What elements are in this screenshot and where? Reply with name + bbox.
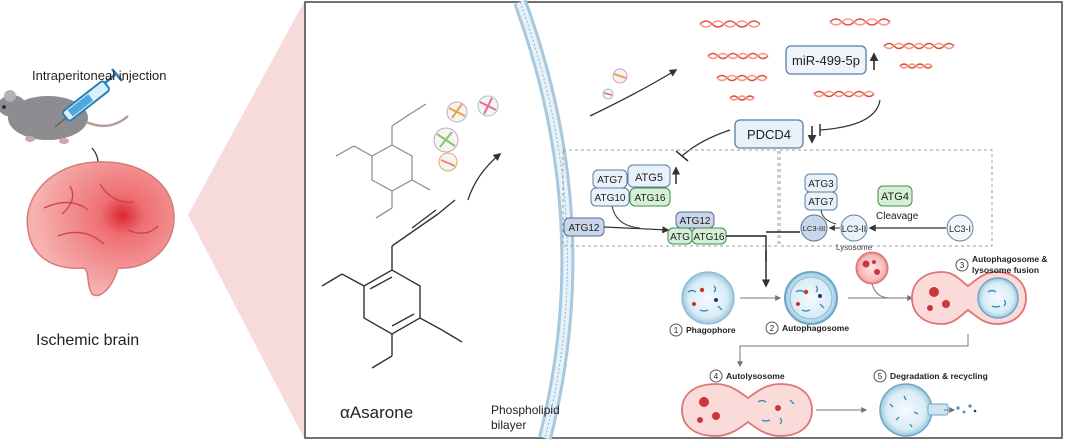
atg4-box (877, 185, 913, 207)
asarone-structure-large (321, 199, 463, 369)
atg16-left-box (629, 187, 671, 207)
lysosome-illustration (855, 251, 889, 285)
lc3-conjugation-panel (779, 149, 993, 247)
stage-2-number: 2 (770, 324, 775, 333)
stage-3-label-line2: lysosome fusion (972, 265, 1039, 275)
degradation-illustration (879, 383, 977, 437)
dna-strands (699, 18, 955, 101)
atg5-box (627, 164, 671, 188)
atg12-to-complex-arrow (603, 226, 670, 234)
compound-label: αAsarone (340, 403, 413, 422)
nanoparticle-cluster-inner (602, 68, 628, 100)
complex-atg-label: ATG (670, 232, 690, 243)
stage-1-number: 1 (674, 326, 679, 335)
mirna-label: miR-499-5p (792, 53, 860, 68)
atg10-box (590, 187, 630, 207)
entry-arrow-inner (589, 69, 678, 117)
stage-5-number: 5 (878, 372, 883, 381)
autophagosome-illustration (784, 271, 838, 325)
brain-icon (26, 161, 175, 297)
fusion-illustration (911, 271, 1027, 325)
atg4-label: ATG4 (881, 191, 909, 203)
nanoparticle-cluster-left (433, 95, 499, 172)
phagophore-illustration (681, 271, 735, 325)
atg-stack-to-lc3 (820, 209, 837, 225)
stage-1-badge (669, 323, 683, 337)
lc3-i-node (946, 214, 974, 242)
atg3-label: ATG3 (808, 179, 834, 190)
stage-2-badge (765, 321, 779, 335)
stage-2-label: Autophagosome (782, 323, 849, 333)
stage-5-badge (873, 369, 887, 383)
atg5-label: ATG5 (635, 172, 663, 184)
membrane-label-line2: bilayer (491, 418, 526, 432)
atg7-right-label: ATG7 (808, 197, 834, 208)
atg7-left-label: ATG7 (597, 175, 623, 186)
stage-4-label: Autolysosome (726, 371, 785, 381)
zoom-triangle (188, 0, 305, 440)
mirna-inhibits-pdcd4 (819, 99, 881, 131)
atg10-label: ATG10 (595, 193, 626, 204)
fusion-to-autolysosome-arrow (737, 334, 969, 368)
injection-label: Intraperitoneal injection (32, 68, 166, 83)
atg16-left-label: ATG16 (635, 193, 666, 204)
lc3-iii-node (800, 214, 828, 242)
stage-3-label-line1: Autophagosome & (972, 254, 1048, 264)
asarone-structure-small (335, 103, 431, 219)
autolysosome-illustration (681, 383, 813, 437)
inhibition-bar-atg5 (675, 150, 689, 162)
mouse-icon (0, 90, 129, 144)
lysosome-curve (871, 283, 891, 299)
atg-stack-to-complex (611, 205, 641, 229)
complex-atg12-label: ATG12 (680, 216, 711, 227)
cleavage-label: Cleavage (876, 211, 919, 222)
brain-label: Ischemic brain (36, 332, 139, 349)
lc3-ii-node (840, 214, 868, 242)
mirna-box (785, 45, 867, 75)
stage-4-badge (709, 369, 723, 383)
complex-atg16-label: ATG16 (694, 232, 725, 243)
stage-5-label: Degradation & recycling (890, 371, 988, 381)
stage-4-number: 4 (714, 372, 719, 381)
membrane-label-line1: Phospholipid (491, 403, 560, 417)
lc3-ii-label: LC3-II (842, 224, 867, 234)
stage-3-number: 3 (960, 261, 965, 270)
entry-arrow-left (467, 153, 502, 201)
pdcd4-inhibits-atg5 (681, 129, 731, 157)
stage-3-badge (955, 258, 969, 272)
lc3-i-label: LC3-I (949, 224, 971, 234)
lc3-iii-label: LC3-III (803, 224, 826, 233)
syringe-icon (54, 68, 123, 128)
stage-1-label: Phagophore (686, 325, 736, 335)
lysosome-label: Lysosome (836, 243, 873, 252)
pdcd4-label: PDCD4 (747, 127, 791, 142)
pdcd4-box (734, 119, 804, 149)
atg12-left-label: ATG12 (569, 223, 600, 234)
